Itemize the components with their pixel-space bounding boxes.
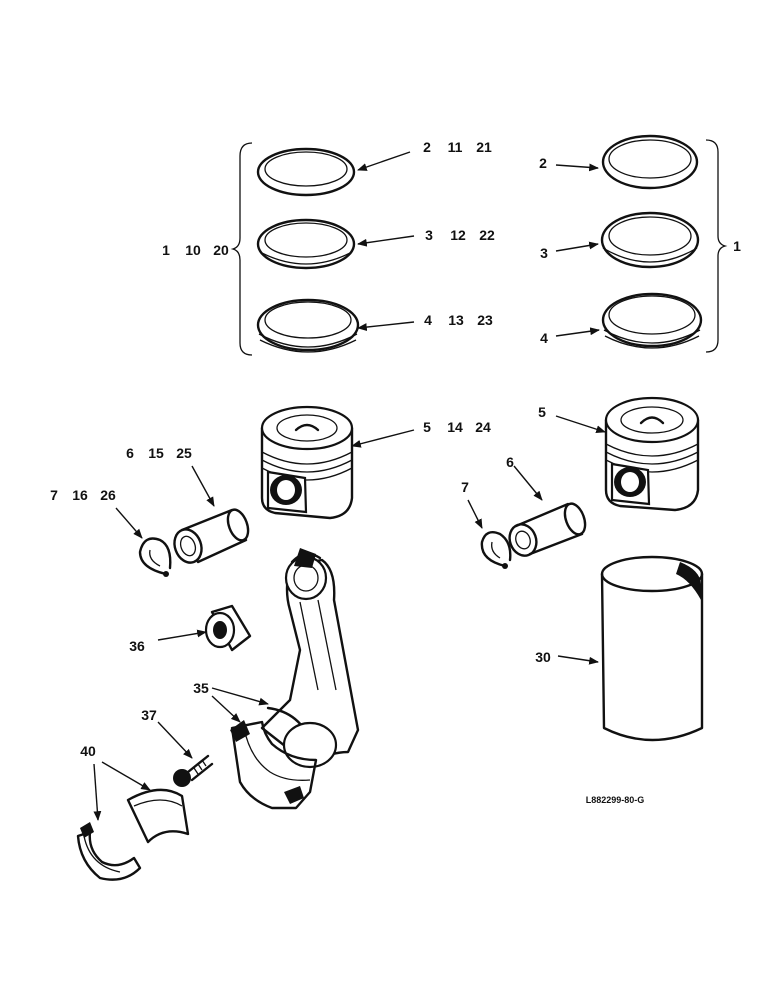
label-piston-right: 5: [538, 404, 546, 420]
rod-cap-bolt: [173, 754, 214, 787]
connecting-rod-bushing: [204, 604, 252, 652]
piston-ring-bottom-right: [601, 292, 703, 349]
label-ring-mid-right: 3: [540, 245, 548, 261]
reference-code: L882299-80-G: [586, 795, 645, 805]
label-clip-left-a: 7: [50, 487, 58, 503]
label-ring-top-left-b: 11: [448, 139, 463, 155]
label-ring-top-left-a: 2: [423, 139, 431, 155]
label-clip-left-c: 26: [100, 487, 116, 503]
label-bracket-right: 1: [733, 238, 741, 254]
label-piston-left-c: 24: [475, 419, 491, 435]
piston-pin-right: [508, 502, 587, 557]
label-bushing: 36: [129, 638, 145, 654]
label-ring-bot-right: 4: [540, 330, 548, 346]
label-piston-left-a: 5: [423, 419, 431, 435]
label-liner: 30: [535, 649, 551, 665]
right-brace: [705, 139, 728, 353]
leader-lines: [93, 151, 606, 821]
bearing-shell-lower: [76, 822, 142, 881]
snap-ring-right: [480, 531, 512, 569]
label-pin-left-a: 6: [126, 445, 134, 461]
bearing-shell-upper: [126, 788, 190, 844]
callout-labels: 1 10 20 1 2 11 21 3 12 22 4 13 23 2 3 4 …: [50, 139, 741, 805]
left-brace: [230, 142, 253, 356]
label-bracket-left-b: 10: [185, 242, 201, 258]
label-bracket-left-a: 1: [162, 242, 170, 258]
label-clip-left-b: 16: [72, 487, 88, 503]
label-ring-bot-left-b: 13: [448, 312, 464, 328]
piston-ring-top-left: [256, 147, 356, 197]
label-pin-left-c: 25: [176, 445, 192, 461]
cylinder-liner: [600, 555, 704, 742]
label-ring-mid-left-c: 22: [479, 227, 495, 243]
label-rod: 35: [193, 680, 209, 696]
label-piston-left-b: 14: [447, 419, 463, 435]
label-ring-mid-left-a: 3: [425, 227, 433, 243]
label-ring-bot-left-c: 23: [477, 312, 493, 328]
piston-left: [260, 405, 354, 520]
label-bracket-left-c: 20: [213, 242, 229, 258]
label-pin-left-b: 15: [148, 445, 164, 461]
connecting-rod: [260, 548, 360, 769]
piston-right: [604, 396, 700, 512]
label-ring-top-left-c: 21: [476, 139, 492, 155]
label-bolt: 37: [141, 707, 157, 723]
label-ring-bot-left-a: 4: [424, 312, 432, 328]
piston-ring-top-right: [601, 134, 699, 190]
connecting-rod-cap: [230, 720, 318, 810]
snap-ring-left: [138, 537, 172, 577]
label-bearing: 40: [80, 743, 96, 759]
label-ring-mid-left-b: 12: [450, 227, 466, 243]
piston-ring-middle-left: [256, 218, 356, 270]
piston-ring-middle-right: [600, 211, 700, 269]
label-ring-top-right: 2: [539, 155, 547, 171]
label-pin-right: 6: [506, 454, 514, 470]
piston-pin-left: [173, 508, 250, 564]
label-clip-right: 7: [461, 479, 469, 495]
piston-ring-bottom-left: [256, 298, 360, 353]
